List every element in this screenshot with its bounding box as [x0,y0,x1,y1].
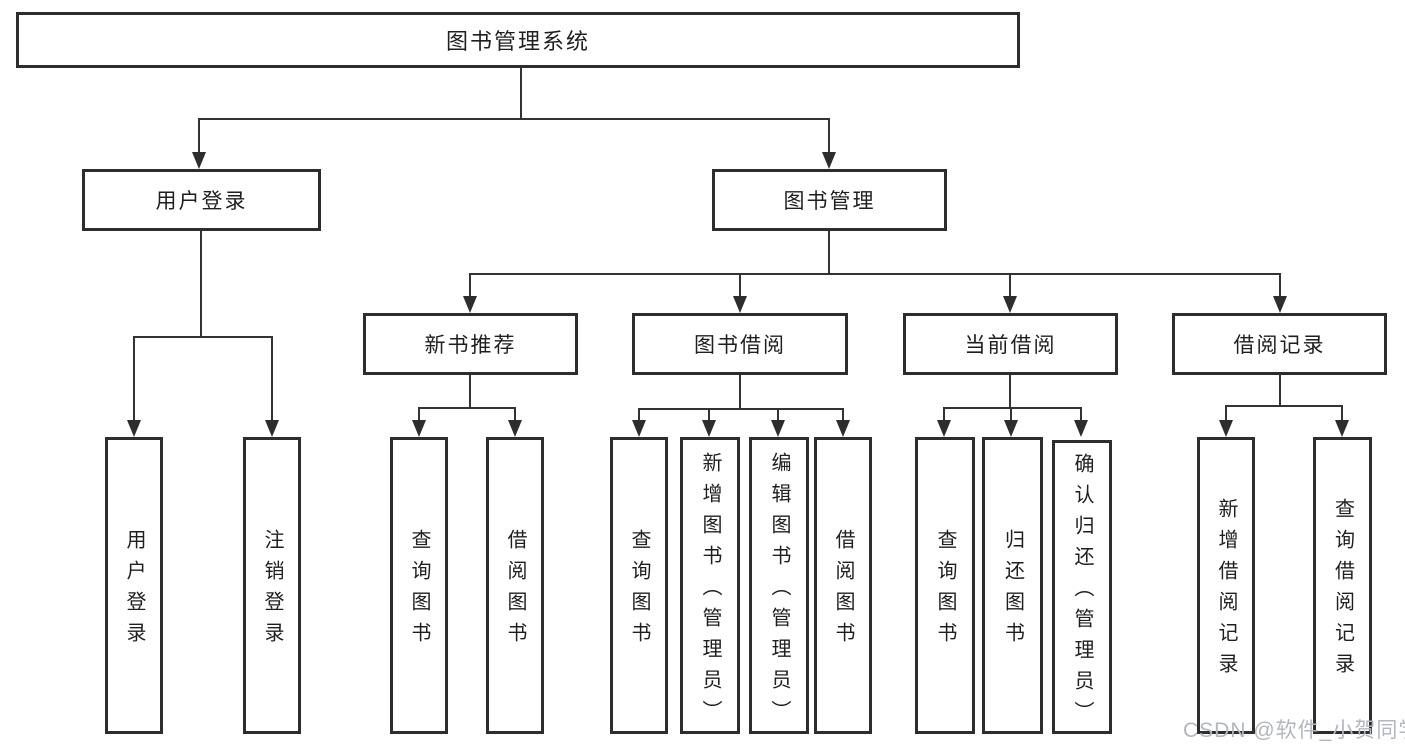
node-add-borrow-record: 新增借阅记录 [1197,437,1255,734]
arrowhead-down-icon [836,420,850,437]
connector-l3-stem [469,273,471,299]
node-label: 新书推荐 [424,334,517,357]
connector-leaf-stem [842,408,844,423]
node-logout-leaf: 注销登录 [243,437,301,734]
connector-book-mgmt-drop [828,231,830,273]
node-borrow-books-recommend: 借阅图书 [486,437,544,734]
node-label: 确认归还（管理员） [1071,453,1093,732]
arrowhead-down-icon [508,420,522,437]
connector-leaf-stem [638,408,640,423]
node-label: 用户登录 [123,529,145,653]
node-label: 用户登录 [155,190,248,213]
node-label: 查询借阅记录 [1331,498,1354,684]
connector-records-branch [1226,405,1342,407]
connector-recommend-branch [419,407,515,409]
node-user-login: 用户登录 [82,169,321,231]
connector-l3-stem [1279,273,1281,299]
node-current-borrowing: 当前借阅 [903,313,1118,375]
node-label: 图书管理系统 [445,29,590,54]
connector-borrowing-branch [639,408,843,410]
connector-current-branch [944,407,1081,409]
arrowhead-down-icon [127,420,141,437]
connector-borrowing-drop [739,375,741,408]
connector-leaf-stem [1080,407,1082,423]
arrowhead-down-icon [412,420,426,437]
arrowhead-down-icon [1219,420,1233,437]
node-query-books-borrowing: 查询图书 [610,437,668,734]
node-label: 图书管理 [783,190,876,213]
node-root: 图书管理系统 [16,12,1020,68]
connector-recommend-drop [469,375,471,407]
arrowhead-down-icon [822,152,836,169]
connector-leaf-stem [133,336,135,423]
node-add-book-admin: 新增图书（管理员） [680,437,740,734]
arrowhead-down-icon [1074,420,1088,437]
node-edit-book-admin: 编辑图书（管理员） [749,437,809,734]
arrowhead-down-icon [463,296,477,313]
arrowhead-down-icon [771,420,785,437]
arrowhead-down-icon [1273,296,1287,313]
connector-current-drop [1009,375,1011,407]
connector-user-login-stem [198,118,200,156]
node-label: 查询图书 [408,529,430,653]
node-label: 查询图书 [934,529,956,653]
node-label: 借阅记录 [1233,334,1326,357]
node-query-books-current: 查询图书 [915,437,975,734]
connector-leaf-stem [943,407,945,423]
node-label: 注销登录 [261,529,283,653]
node-label: 借阅图书 [832,529,854,653]
node-book-borrowing: 图书借阅 [632,313,848,375]
connector-l3-stem [1009,273,1011,299]
watermark: CSDN @软件_小贺同学 [1183,719,1405,742]
connector-book-mgmt-branch [470,273,1280,275]
connector-records-drop [1279,375,1281,405]
connector-leaf-stem [708,408,710,423]
connector-root-branch [199,118,830,120]
connector-leaf-stem [1341,405,1343,423]
connector-leaf-stem [418,407,420,423]
connector-user-login-branch [134,336,272,338]
connector-leaf-stem [1225,405,1227,423]
node-confirm-return-admin: 确认归还（管理员） [1052,440,1112,734]
node-query-books-recommend: 查询图书 [390,437,448,734]
arrowhead-down-icon [632,420,646,437]
node-query-borrow-record: 查询借阅记录 [1313,437,1372,734]
connector-leaf-stem [271,336,273,423]
arrowhead-down-icon [702,420,716,437]
connector-l3-stem [739,273,741,299]
arrowhead-down-icon [1003,296,1017,313]
node-label: 新增图书（管理员） [699,451,721,731]
connector-root-stem [520,68,522,120]
node-label: 新增借阅记录 [1215,498,1237,684]
node-label: 借阅图书 [504,529,526,653]
arrowhead-down-icon [733,296,747,313]
arrowhead-down-icon [265,420,279,437]
node-label: 归还图书 [1001,529,1024,653]
node-borrow-books-borrowing: 借阅图书 [814,437,872,734]
connector-book-mgmt-stem [828,118,830,156]
node-book-management: 图书管理 [712,169,947,231]
node-user-login-leaf: 用户登录 [105,437,163,734]
arrowhead-down-icon [937,420,951,437]
node-borrowing-records: 借阅记录 [1172,313,1387,375]
arrowhead-down-icon [1335,420,1349,437]
connector-leaf-stem [514,407,516,423]
node-label: 当前借阅 [964,334,1057,357]
node-label: 编辑图书（管理员） [768,451,790,731]
arrowhead-down-icon [1004,420,1018,437]
connector-leaf-stem [1010,407,1012,423]
connector-leaf-stem [777,408,779,423]
connector-user-login-drop [200,231,202,336]
node-new-book-recommend: 新书推荐 [363,313,578,375]
node-label: 查询图书 [628,529,650,653]
arrowhead-down-icon [192,152,206,169]
node-label: 图书借阅 [694,334,786,357]
node-return-book: 归还图书 [982,437,1043,734]
